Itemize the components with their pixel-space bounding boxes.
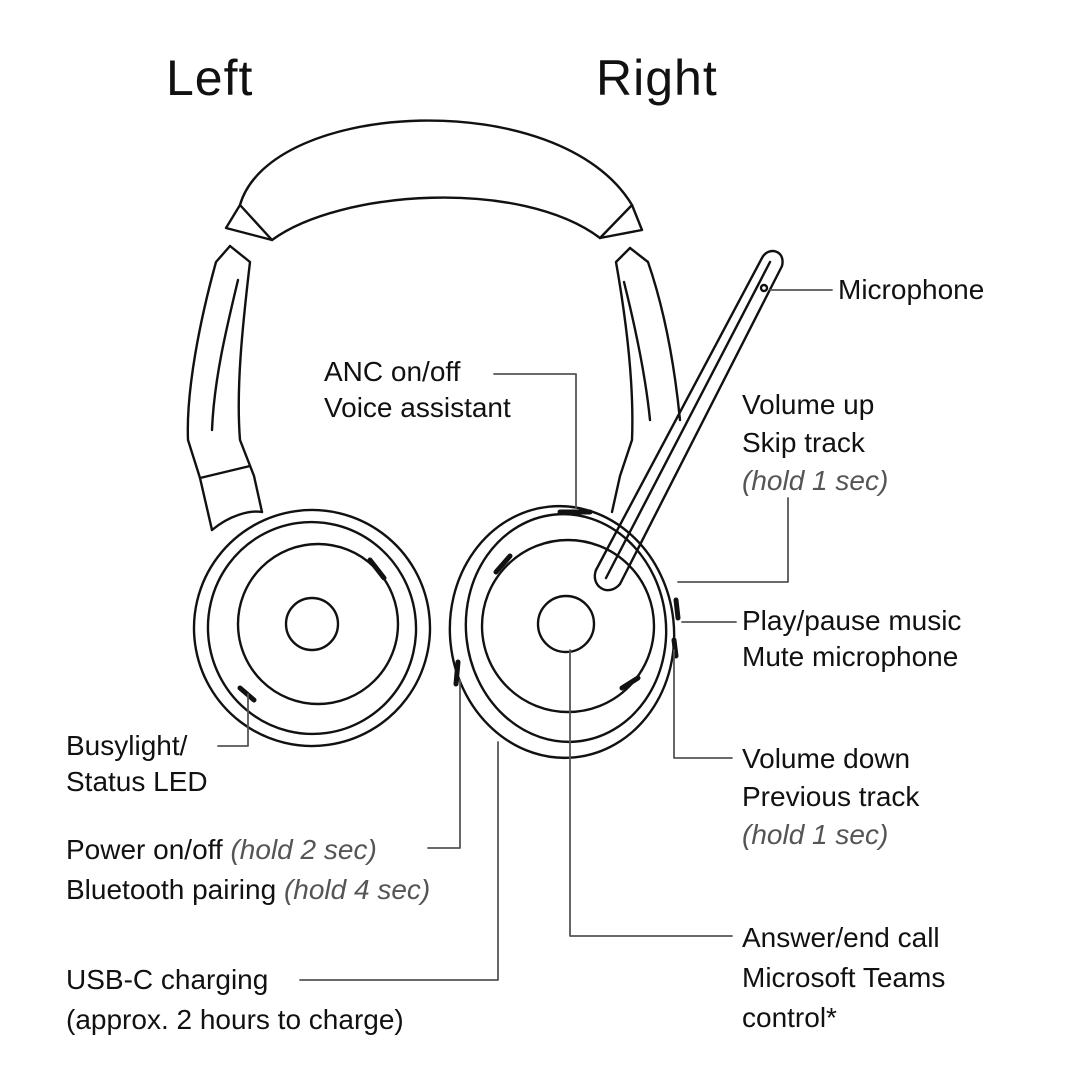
usbc-callout: USB-C charging (approx. 2 hours to charg… [66, 960, 404, 1040]
skip-track-label: Skip track [742, 427, 865, 458]
right-ear-cup [448, 504, 681, 760]
volume-up-callout: Volume up Skip track (hold 1 sec) [742, 386, 888, 500]
leader-busylight [217, 693, 249, 747]
leader-answer [569, 649, 733, 937]
answer-end-call-label: Answer/end call [742, 922, 940, 953]
microphone-label: Microphone [838, 274, 985, 305]
volume-down-callout: Volume down Previous track (hold 1 sec) [742, 740, 919, 854]
usbc-label: USB-C charging [66, 964, 269, 995]
busylight-callout: Busylight/ Status LED [66, 728, 208, 800]
microphone-boom [593, 249, 784, 592]
status-led-label: Status LED [66, 766, 208, 797]
headband [224, 119, 644, 242]
right-slider-arm [610, 246, 682, 514]
bluetooth-pairing-hint: (hold 4 sec) [283, 874, 431, 905]
left-slider-arm [186, 244, 264, 532]
leader-anc [493, 373, 577, 509]
previous-track-label: Previous track [742, 781, 920, 812]
right-side-title: Right [596, 50, 718, 106]
leader-volume-down [673, 649, 733, 759]
leader-power [427, 679, 461, 849]
mute-microphone-label: Mute microphone [742, 641, 959, 672]
volume-up-label: Volume up [742, 389, 875, 420]
volume-up-hint: (hold 1 sec) [742, 465, 889, 496]
play-pause-label: Play/pause music [742, 605, 962, 636]
bluetooth-pairing-label: Bluetooth pairing [66, 874, 277, 905]
power-callout: Power on/off (hold 2 sec) Bluetooth pair… [66, 830, 430, 910]
answer-callout: Answer/end call Microsoft Teams control* [742, 918, 945, 1038]
microphone-callout: Microphone [838, 272, 984, 308]
charge-time-label: (approx. 2 hours to charge) [66, 1004, 404, 1035]
anc-label: ANC on/off [324, 356, 461, 387]
leader-usbc [299, 741, 499, 981]
anc-callout: ANC on/off Voice assistant [324, 354, 511, 426]
left-ear-cup [192, 508, 432, 748]
voice-assistant-label: Voice assistant [324, 392, 511, 423]
play-pause-callout: Play/pause music Mute microphone [742, 603, 961, 675]
left-side-title: Left [166, 50, 254, 106]
teams-control-label: control* [742, 1002, 837, 1033]
teams-label: Microsoft Teams [742, 962, 946, 993]
power-hint: (hold 2 sec) [230, 834, 377, 865]
volume-down-label: Volume down [742, 743, 911, 774]
volume-down-hint: (hold 1 sec) [742, 819, 889, 850]
leader-lines [217, 289, 833, 981]
power-label: Power on/off [66, 834, 223, 865]
busylight-label: Busylight/ [66, 730, 188, 761]
leader-volume-up [677, 497, 789, 583]
